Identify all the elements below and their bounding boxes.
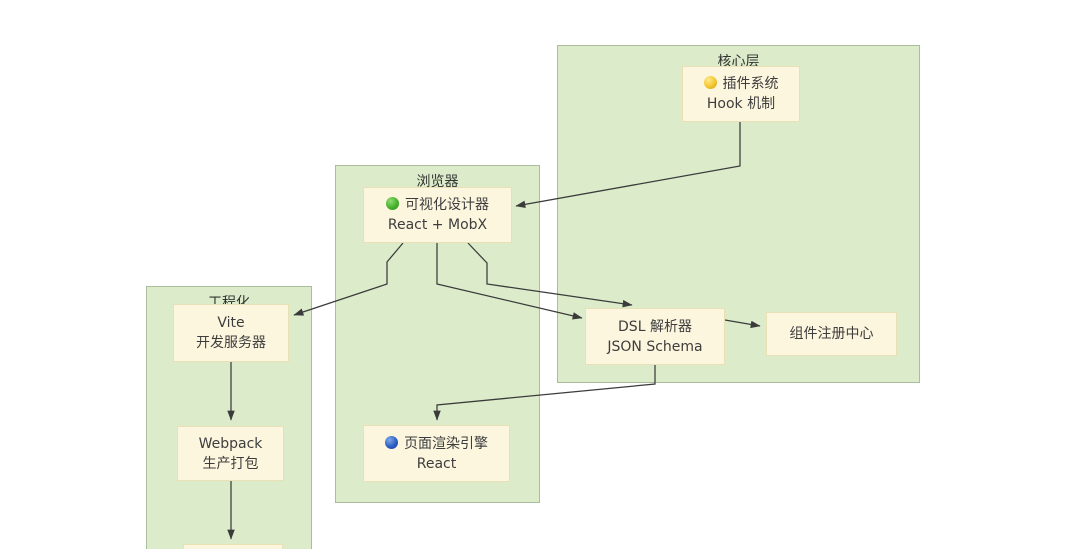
node-plugin-system-line2: Hook 机制 (706, 96, 776, 112)
node-component-registry: 组件注册中心 (766, 312, 897, 356)
node-page-renderer: 页面渲染引擎 React (363, 425, 510, 482)
node-visual-designer-line2: React + MobX (387, 217, 488, 233)
node-vite-dev-server: Vite 开发服务器 (173, 304, 289, 362)
node-plugin-system-line1: 插件系统 (722, 76, 779, 92)
node-webpack-line2: 生产打包 (202, 455, 259, 472)
node-visual-designer: 可视化设计器 React + MobX (363, 187, 512, 243)
container-title-browser: 浏览器 (416, 174, 459, 190)
node-page-renderer-line1: 页面渲染引擎 (404, 435, 488, 452)
node-page-renderer-line2: React (416, 455, 457, 472)
node-bottom-partial (183, 544, 283, 549)
node-dsl-parser: DSL 解析器 JSON Schema (585, 308, 725, 365)
blue-circle-icon (385, 435, 398, 449)
yellow-circle-icon (703, 76, 717, 89)
node-dsl-parser-line2: JSON Schema (607, 338, 703, 355)
node-plugin-system: 插件系统 Hook 机制 (682, 66, 800, 122)
node-webpack-build: Webpack 生产打包 (177, 426, 284, 481)
node-vite-line2: 开发服务器 (196, 335, 266, 351)
node-dsl-parser-line1: DSL 解析器 (618, 318, 692, 335)
node-webpack-line1: Webpack (198, 435, 263, 452)
node-vite-line1: Vite (217, 315, 245, 331)
node-visual-designer-line1: 可视化设计器 (405, 197, 489, 213)
node-component-registry-line1: 组件注册中心 (789, 326, 874, 342)
green-circle-icon (386, 197, 399, 210)
